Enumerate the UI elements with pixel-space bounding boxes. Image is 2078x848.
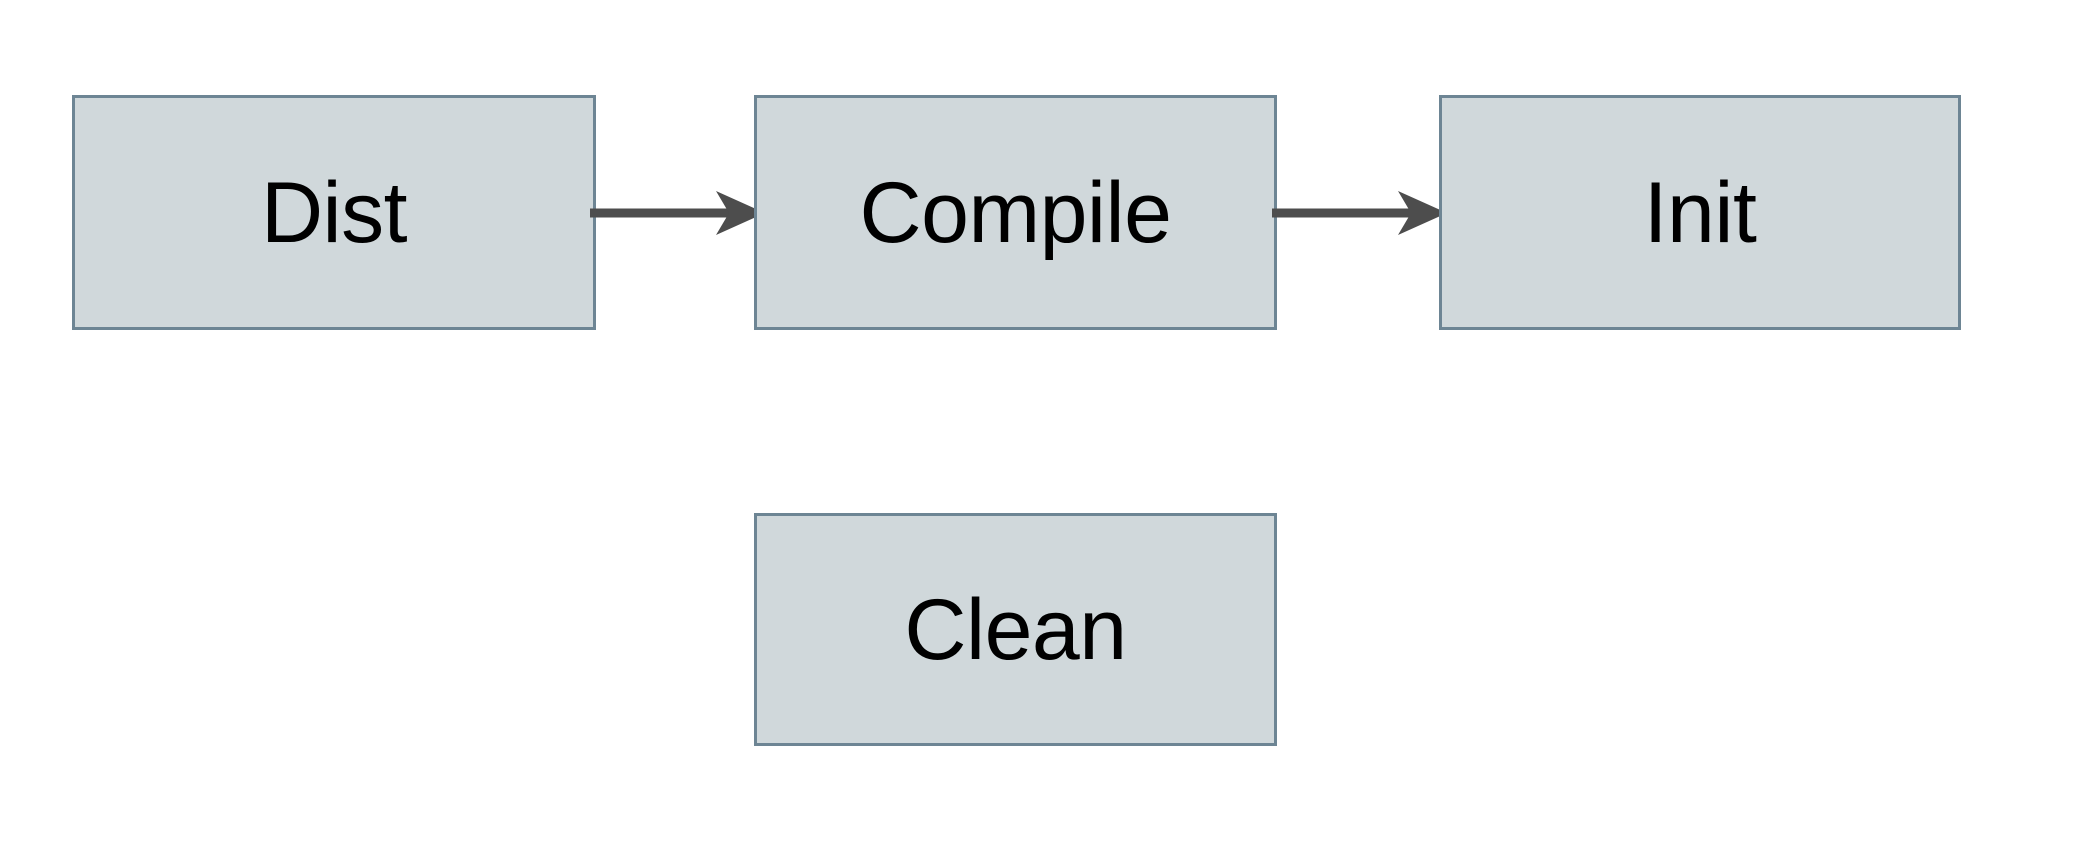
diagram-edge-dist-to-compile[interactable] [590,178,765,248]
node-label-compile: Compile [859,164,1172,261]
node-label-clean: Clean [904,581,1127,678]
diagram-node-dist[interactable]: Dist [72,95,596,330]
node-label-dist: Dist [260,164,408,261]
diagram-edge-compile-to-init[interactable] [1272,178,1447,248]
diagram-node-init[interactable]: Init [1439,95,1961,330]
node-label-init: Init [1643,164,1757,261]
diagram-node-clean[interactable]: Clean [754,513,1277,746]
diagram-node-compile[interactable]: Compile [754,95,1277,330]
